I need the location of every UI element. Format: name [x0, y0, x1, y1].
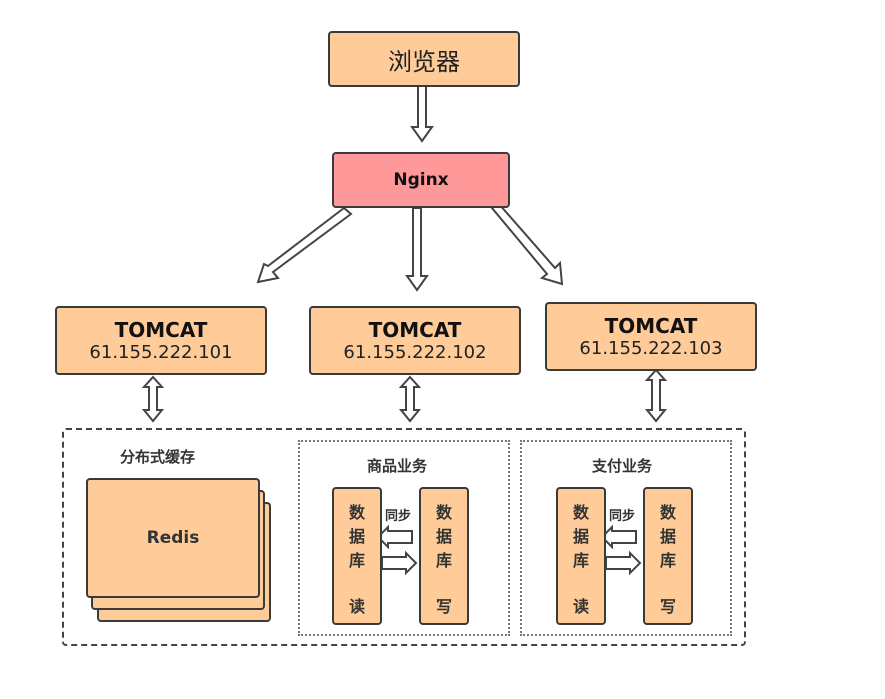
service-title: 支付业务 [592, 457, 653, 475]
db-char: 库 [435, 551, 452, 570]
tomcat-name: TOMCAT [368, 317, 462, 342]
db-char: 据 [659, 527, 676, 546]
db-char: 数 [435, 503, 452, 522]
sync-label: 同步 [385, 509, 412, 524]
db-char: 写 [435, 597, 452, 616]
db-char: 数 [348, 503, 365, 522]
sync-arrow-right-1 [381, 550, 418, 576]
arrow-tomcat-1-cache [141, 375, 165, 423]
tomcat-ip: 61.155.222.101 [89, 341, 233, 363]
db-char: 库 [659, 551, 676, 570]
service-group-payment [520, 440, 732, 636]
arrow-tomcat-2-service [398, 375, 422, 423]
tomcat-ip: 61.155.222.103 [579, 337, 723, 359]
tomcat-name: TOMCAT [604, 313, 698, 338]
tomcat-node-2: TOMCAT 61.155.222.102 [309, 306, 521, 375]
db-write-goods: 数 据 库 写 [419, 487, 469, 625]
backend-group [62, 428, 746, 646]
service-title: 商品业务 [367, 457, 428, 475]
db-char: 库 [572, 551, 589, 570]
nginx-node: Nginx [332, 152, 510, 208]
db-char: 库 [348, 551, 365, 570]
sync-label: 同步 [609, 509, 636, 524]
db-char: 数 [572, 503, 589, 522]
db-char: 写 [659, 597, 676, 616]
tomcat-name: TOMCAT [114, 317, 208, 342]
redis-node: Redis [86, 478, 260, 598]
tomcat-node-3: TOMCAT 61.155.222.103 [545, 302, 757, 371]
arrow-tomcat-3-service [644, 368, 668, 423]
db-char: 据 [435, 527, 452, 546]
db-read-goods: 数 据 库 读 [332, 487, 382, 625]
arrow-nginx-to-tomcat-3 [490, 202, 564, 286]
sync-arrow-left-1 [376, 524, 413, 550]
sync-arrow-left-2 [600, 524, 637, 550]
nginx-label: Nginx [393, 170, 449, 190]
db-write-payment: 数 据 库 写 [643, 487, 693, 625]
arrow-nginx-to-tomcat-1 [256, 206, 353, 284]
arrow-browser-to-nginx [410, 85, 434, 143]
db-char: 据 [348, 527, 365, 546]
db-char: 数 [659, 503, 676, 522]
browser-node: 浏览器 [328, 31, 520, 87]
tomcat-node-1: TOMCAT 61.155.222.101 [55, 306, 267, 375]
arrow-nginx-to-tomcat-2 [405, 207, 429, 292]
browser-label: 浏览器 [388, 47, 460, 76]
cache-title: 分布式缓存 [120, 448, 196, 466]
db-char: 读 [572, 597, 589, 616]
db-char: 读 [348, 597, 365, 616]
service-group-goods [298, 440, 510, 636]
sync-arrow-right-2 [605, 550, 642, 576]
tomcat-ip: 61.155.222.102 [343, 341, 487, 363]
db-read-payment: 数 据 库 读 [556, 487, 606, 625]
db-char: 据 [572, 527, 589, 546]
redis-label: Redis [146, 528, 200, 548]
